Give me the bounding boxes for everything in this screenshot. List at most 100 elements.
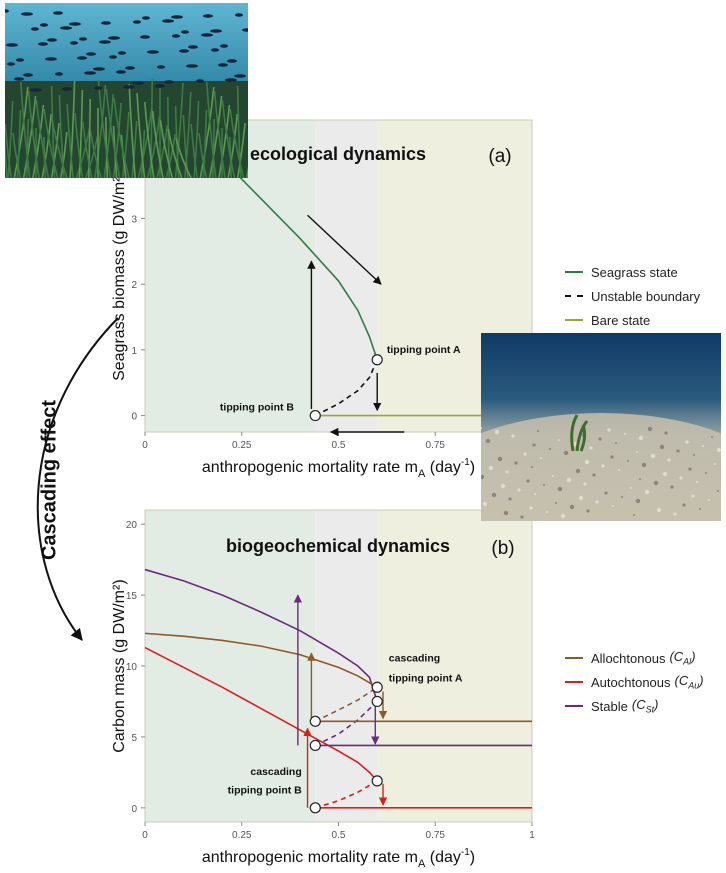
sand-speck <box>586 509 590 513</box>
seagrass-blade <box>22 95 37 178</box>
seagrass-blade <box>69 80 76 178</box>
sand-speck <box>566 477 572 483</box>
legend-symbol-close: ) <box>691 649 696 665</box>
seagrass-blade <box>50 85 56 178</box>
x-axis-label-main: anthropogenic mortality rate m <box>202 459 418 476</box>
seagrass-blade <box>167 96 171 178</box>
seagrass-blade <box>5 123 12 178</box>
annotation-label: tipping point A <box>387 344 461 356</box>
sand-speck <box>488 465 494 471</box>
sand-speck <box>610 455 614 459</box>
legend-symbol: (CSt) <box>632 697 659 715</box>
fish-silhouette <box>55 72 63 76</box>
sand-speck <box>621 496 623 498</box>
sand-speck <box>711 436 713 438</box>
cascading-effect-label: Cascading effect <box>38 399 61 561</box>
seagrass-blade <box>7 100 14 178</box>
x-axis-label-units: (day <box>425 459 461 476</box>
sand-speck <box>635 498 641 504</box>
tipping-point-marker <box>309 802 321 814</box>
seagrass-blade <box>112 102 122 178</box>
fish-silhouette <box>77 56 87 60</box>
sand-speck <box>560 513 566 519</box>
annotation-label: tipping point A <box>389 673 463 685</box>
sand-speck <box>714 463 716 465</box>
region-seagrass <box>145 510 316 822</box>
sand-speck <box>500 483 506 489</box>
sand-speck <box>691 494 695 498</box>
fish-silhouette <box>40 23 48 27</box>
fish-silhouette <box>147 50 159 54</box>
seagrass-blade <box>146 115 161 178</box>
fish-silhouette <box>186 64 198 68</box>
seagrass-blade <box>13 86 29 178</box>
fish-silhouette <box>38 42 48 46</box>
sand-speck <box>482 501 488 507</box>
seagrass-blade <box>184 91 192 178</box>
fish-silhouette <box>125 66 135 70</box>
seagrass-blade <box>156 124 169 178</box>
seagrass-blade <box>149 78 153 178</box>
seagrass-blade <box>131 120 138 178</box>
legend-symbol-sub: Al <box>683 656 692 667</box>
legend-swatch <box>565 295 583 297</box>
y-tick-label: 2 <box>131 280 137 291</box>
sand-speck <box>532 443 536 447</box>
seagrass-blade <box>182 114 189 178</box>
fish-silhouette <box>86 52 96 56</box>
legend-item-seagrass-state: Seagrass state <box>565 260 700 284</box>
sand-speck <box>699 508 701 510</box>
fish-silhouette <box>234 74 246 78</box>
sand-speck <box>503 510 509 516</box>
sand-speck <box>664 431 668 435</box>
fish-silhouette <box>69 22 81 26</box>
seagrass-blade <box>193 100 200 178</box>
fish-silhouette <box>47 38 57 42</box>
fish-silhouette <box>164 80 174 84</box>
seagrass-meadow-photo <box>5 3 248 178</box>
sand-speck <box>705 472 707 474</box>
tipping-point-marker <box>309 715 321 727</box>
x-axis-label-sub: A <box>418 858 426 870</box>
sand-speck <box>636 451 638 453</box>
seagrass-blade <box>87 98 91 178</box>
fish-silhouette <box>101 21 111 25</box>
seagrass-blade <box>35 99 50 178</box>
sand-speck <box>607 428 611 432</box>
sand-speck <box>526 479 530 483</box>
sand-speck <box>641 462 647 468</box>
seagrass-blade <box>16 109 22 178</box>
sand-speck <box>520 515 524 519</box>
y-tick-label: 20 <box>126 520 138 531</box>
panel-label: (a) <box>488 146 511 167</box>
sand-speck <box>555 502 557 504</box>
sand-speck <box>592 473 596 477</box>
fish-silhouette <box>84 71 96 75</box>
fish-silhouette <box>162 19 174 23</box>
sand-speck <box>523 452 527 456</box>
legend-symbol-text: (C <box>631 697 646 713</box>
chart-title: ecological dynamics <box>250 144 426 164</box>
seagrass-blade <box>190 123 198 178</box>
tipping-point-marker <box>309 739 321 752</box>
sand-speck <box>508 497 512 501</box>
seagrass-blade <box>84 135 99 178</box>
fish-silhouette <box>123 85 135 89</box>
sand-speck <box>589 446 593 450</box>
x-tick-label: 0.5 <box>332 440 346 451</box>
sand-speck <box>540 457 542 459</box>
x-tick-label: 0.25 <box>232 830 252 841</box>
sand-speck <box>650 453 656 459</box>
seagrass-blade <box>167 128 183 178</box>
transition-arrow <box>307 214 382 285</box>
sand-speck <box>578 495 584 501</box>
fish-silhouette <box>181 30 189 34</box>
annotation-label: tipping point B <box>228 785 302 797</box>
seagrass-blade <box>144 101 155 178</box>
panel-label: (b) <box>491 538 514 559</box>
tipping-point-marker <box>371 681 383 693</box>
sand-speck <box>595 500 599 504</box>
seagrass-blade <box>66 103 74 178</box>
seagrass-blade <box>211 118 215 178</box>
